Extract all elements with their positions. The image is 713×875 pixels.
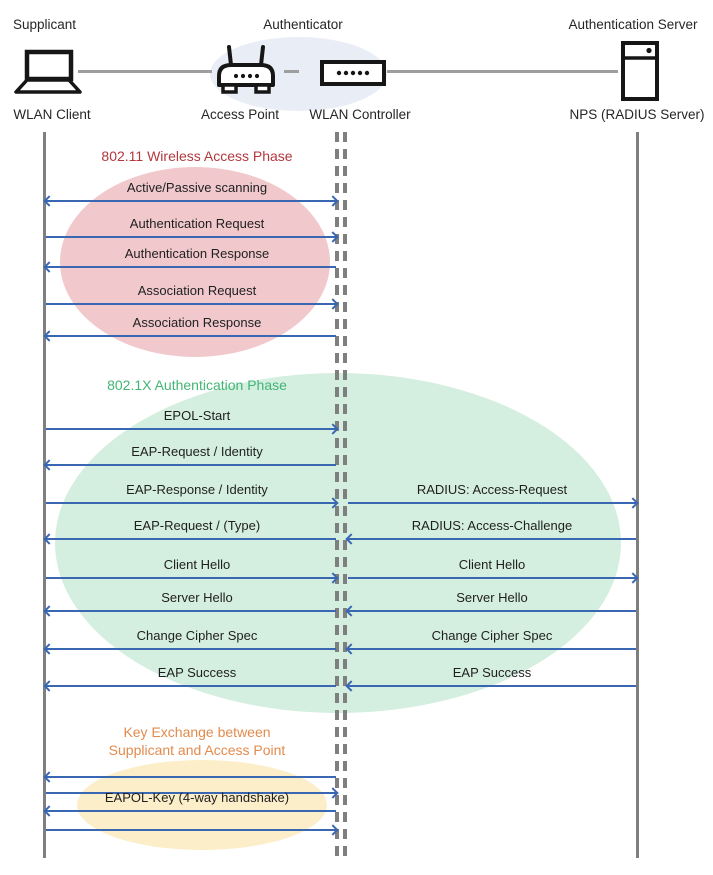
message-arrow: [345, 642, 636, 655]
message-label: Active/Passive scanning: [126, 180, 268, 195]
lifeline-wlan-controller-dashed: [335, 132, 339, 858]
arrowhead-left: [345, 604, 357, 617]
arrowhead-right: [627, 496, 639, 509]
message-arrow: [43, 329, 336, 342]
message-label: EAP Success: [157, 665, 237, 680]
message-label: EAP-Response / Identity: [126, 482, 268, 497]
device-label-access-point: Access Point: [200, 107, 280, 122]
lifeline-wlan-controller-dashed: [343, 132, 347, 858]
arrowhead-left: [43, 642, 55, 655]
message-arrow: [348, 496, 639, 509]
message-label: Association Response: [132, 315, 262, 330]
arrowhead-right: [327, 297, 339, 310]
message-arrow: [43, 770, 336, 783]
message-label: Client Hello: [163, 557, 231, 572]
arrowhead-right: [627, 571, 639, 584]
device-label-nps-radius-server: NPS (RADIUS Server): [569, 107, 705, 122]
message-label: EPOL-Start: [163, 408, 231, 423]
message-arrow: [43, 604, 336, 617]
message-label: Server Hello: [161, 590, 233, 605]
access-point-icon: [215, 42, 278, 96]
message-arrow: [43, 642, 336, 655]
phase3-title-line2: Supplicant and Access Point: [108, 742, 286, 758]
message-arrow: [345, 604, 636, 617]
message-label: EAPOL-Key (4-way handshake): [104, 790, 290, 805]
device-label-wlan-controller: WLAN Controller: [309, 107, 411, 122]
arrowhead-left: [43, 804, 55, 817]
message-arrow: [46, 786, 339, 799]
message-label: EAP-Request / Identity: [131, 444, 263, 459]
phase3-title: Key Exchange between Supplicant and Acce…: [77, 723, 317, 759]
arrowhead-right: [327, 422, 339, 435]
arrowhead-left: [43, 329, 55, 342]
role-label-supplicant: Supplicant: [13, 17, 77, 32]
arrowhead-left: [43, 679, 55, 692]
message-arrow: [43, 260, 336, 273]
arrowhead-right: [327, 571, 339, 584]
message-label: Authentication Request: [129, 216, 265, 231]
message-arrow: [345, 532, 636, 545]
message-label: Association Request: [137, 283, 257, 298]
message-label: Authentication Response: [124, 246, 270, 261]
arrowhead-left: [43, 194, 55, 207]
arrowhead-left: [345, 532, 357, 545]
lifeline-nps-server: [636, 132, 639, 858]
arrowhead-left: [43, 532, 55, 545]
message-arrow: [43, 679, 336, 692]
message-arrow: [43, 804, 336, 817]
phase1-ellipse: [60, 167, 330, 357]
message-arrow: [46, 422, 339, 435]
laptop-icon: [13, 49, 83, 95]
message-label: EAP Success: [452, 665, 532, 680]
arrowhead-right: [327, 230, 339, 243]
message-arrow: [43, 194, 339, 207]
arrowhead-left: [43, 458, 55, 471]
arrowhead-left: [345, 679, 357, 692]
message-arrow: [46, 571, 339, 584]
message-label: EAP-Request / (Type): [133, 518, 261, 533]
arrowhead-left: [43, 260, 55, 273]
header-connector-dash: [284, 70, 299, 73]
arrowhead-right: [327, 496, 339, 509]
message-arrow: [46, 297, 339, 310]
message-arrow: [348, 571, 639, 584]
phase3-ellipse: [77, 760, 327, 850]
message-arrow: [46, 230, 339, 243]
message-label: Change Cipher Spec: [431, 628, 553, 643]
device-label-wlan-client: WLAN Client: [13, 107, 91, 122]
phase1-title: 802.11 Wireless Access Phase: [101, 148, 293, 164]
arrowhead-right: [327, 194, 339, 207]
arrowhead-left: [43, 770, 55, 783]
arrowhead-right: [327, 823, 339, 836]
message-arrow: [46, 496, 339, 509]
header-connector-line: [78, 70, 212, 73]
phase3-title-line1: Key Exchange between: [123, 724, 271, 740]
message-arrow: [46, 823, 339, 836]
message-arrow: [43, 532, 336, 545]
message-label: RADIUS: Access-Challenge: [411, 518, 573, 533]
message-label: Change Cipher Spec: [136, 628, 258, 643]
wlan-controller-icon: [320, 60, 386, 86]
message-arrow: [43, 458, 336, 471]
arrowhead-left: [43, 604, 55, 617]
message-label: Server Hello: [456, 590, 528, 605]
role-label-authentication-server: Authentication Server: [568, 17, 698, 32]
message-label: Client Hello: [458, 557, 526, 572]
arrowhead-left: [345, 642, 357, 655]
lifeline-wlan-client: [43, 132, 46, 858]
role-label-authenticator: Authenticator: [263, 17, 343, 32]
message-label: RADIUS: Access-Request: [416, 482, 568, 497]
server-icon: [621, 41, 659, 101]
phase2-title: 802.1X Authentication Phase: [107, 377, 287, 393]
message-arrow: [345, 679, 636, 692]
header-connector-line: [387, 70, 618, 73]
